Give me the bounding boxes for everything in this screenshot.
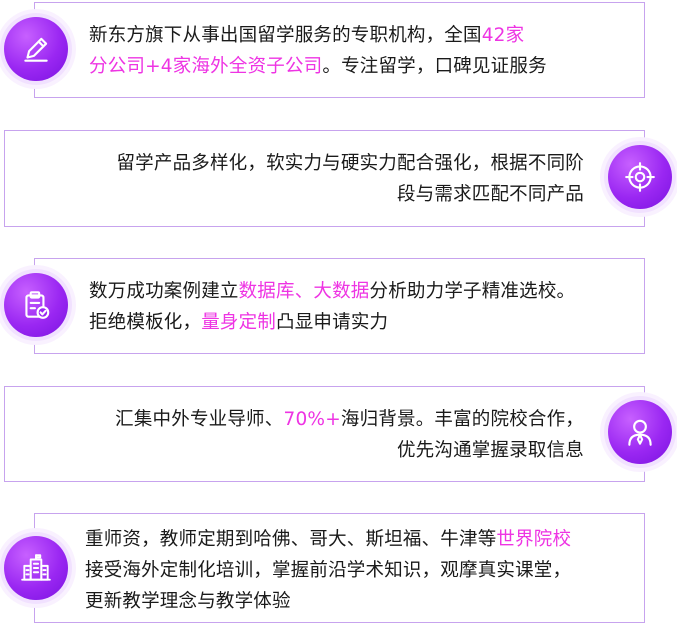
highlight-text: 分公司+4家海外全资子公司	[89, 56, 323, 77]
text-line: 分公司+4家海外全资子公司。专注留学，口碑见证服务	[89, 51, 547, 82]
clipboard-check-icon	[4, 273, 68, 337]
pencil-edit-icon	[4, 17, 68, 81]
text-line: 优先沟通掌握录取信息	[115, 435, 584, 466]
body-text: 新东方旗下从事出国留学服务的专职机构，全国	[89, 25, 482, 46]
body-text: 拒绝模板化，	[89, 312, 202, 333]
feature-text-5: 重师资，教师定期到哈佛、哥大、斯坦福、牛津等世界院校接受海外定制化培训，掌握前沿…	[85, 524, 571, 617]
feature-text-1: 新东方旗下从事出国留学服务的专职机构，全国42家分公司+4家海外全资子公司。专注…	[89, 20, 547, 82]
highlight-text: 世界院校	[496, 529, 572, 550]
body-text: 留学产品多样化，软实力与硬实力配合强化，根据不同阶	[116, 153, 584, 174]
text-line: 更新教学理念与教学体验	[85, 586, 571, 617]
text-line: 段与需求匹配不同产品	[116, 179, 584, 210]
university-building-icon	[4, 536, 68, 600]
consultant-person-icon	[608, 400, 672, 464]
body-text: 海归背景。丰富的院校合作，	[340, 409, 584, 430]
body-text: 段与需求匹配不同产品	[396, 184, 584, 205]
body-text: 接受海外定制化培训，掌握前沿学术知识，观摩真实课堂，	[85, 560, 572, 581]
body-text: 数万成功案例建立	[89, 281, 239, 302]
text-line: 接受海外定制化培训，掌握前沿学术知识，观摩真实课堂，	[85, 555, 571, 586]
highlight-text: 数据库、大数据	[238, 281, 370, 302]
body-text: 凸显申请实力	[276, 312, 389, 333]
body-text: 优先沟通掌握录取信息	[396, 440, 584, 461]
feature-card-4: 汇集中外专业导师、70%+海归背景。丰富的院校合作， 优先沟通掌握录取信息	[4, 386, 645, 482]
text-line: 汇集中外专业导师、70%+海归背景。丰富的院校合作，	[115, 404, 584, 435]
body-text: 更新教学理念与教学体验	[85, 591, 291, 612]
text-line: 数万成功案例建立数据库、大数据分析助力学子精准选校。	[89, 276, 575, 307]
body-text: 重师资，教师定期到哈佛、哥大、斯坦福、牛津等	[85, 529, 497, 550]
feature-text-4: 汇集中外专业导师、70%+海归背景。丰富的院校合作， 优先沟通掌握录取信息	[115, 404, 584, 466]
body-text: 。专注留学，口碑见证服务	[322, 56, 547, 77]
highlight-text: 量身定制	[201, 312, 277, 333]
feature-card-5: 重师资，教师定期到哈佛、哥大、斯坦福、牛津等世界院校接受海外定制化培训，掌握前沿…	[34, 513, 645, 623]
feature-card-2: 留学产品多样化，软实力与硬实力配合强化，根据不同阶段与需求匹配不同产品	[4, 130, 645, 227]
text-line: 留学产品多样化，软实力与硬实力配合强化，根据不同阶	[116, 148, 584, 179]
text-line: 拒绝模板化，量身定制凸显申请实力	[89, 307, 575, 338]
feature-text-2: 留学产品多样化，软实力与硬实力配合强化，根据不同阶段与需求匹配不同产品	[116, 148, 584, 210]
feature-card-3: 数万成功案例建立数据库、大数据分析助力学子精准选校。拒绝模板化，量身定制凸显申请…	[34, 258, 645, 354]
target-crosshair-icon	[608, 145, 672, 209]
body-text: 分析助力学子精准选校。	[369, 281, 576, 302]
feature-text-3: 数万成功案例建立数据库、大数据分析助力学子精准选校。拒绝模板化，量身定制凸显申请…	[89, 276, 575, 338]
body-text: 汇集中外专业导师、	[115, 409, 284, 430]
text-line: 重师资，教师定期到哈佛、哥大、斯坦福、牛津等世界院校	[85, 524, 571, 555]
highlight-text: 70%+	[283, 409, 341, 430]
highlight-text: 42家	[481, 25, 525, 46]
feature-card-1: 新东方旗下从事出国留学服务的专职机构，全国42家分公司+4家海外全资子公司。专注…	[34, 2, 645, 98]
text-line: 新东方旗下从事出国留学服务的专职机构，全国42家	[89, 20, 547, 51]
